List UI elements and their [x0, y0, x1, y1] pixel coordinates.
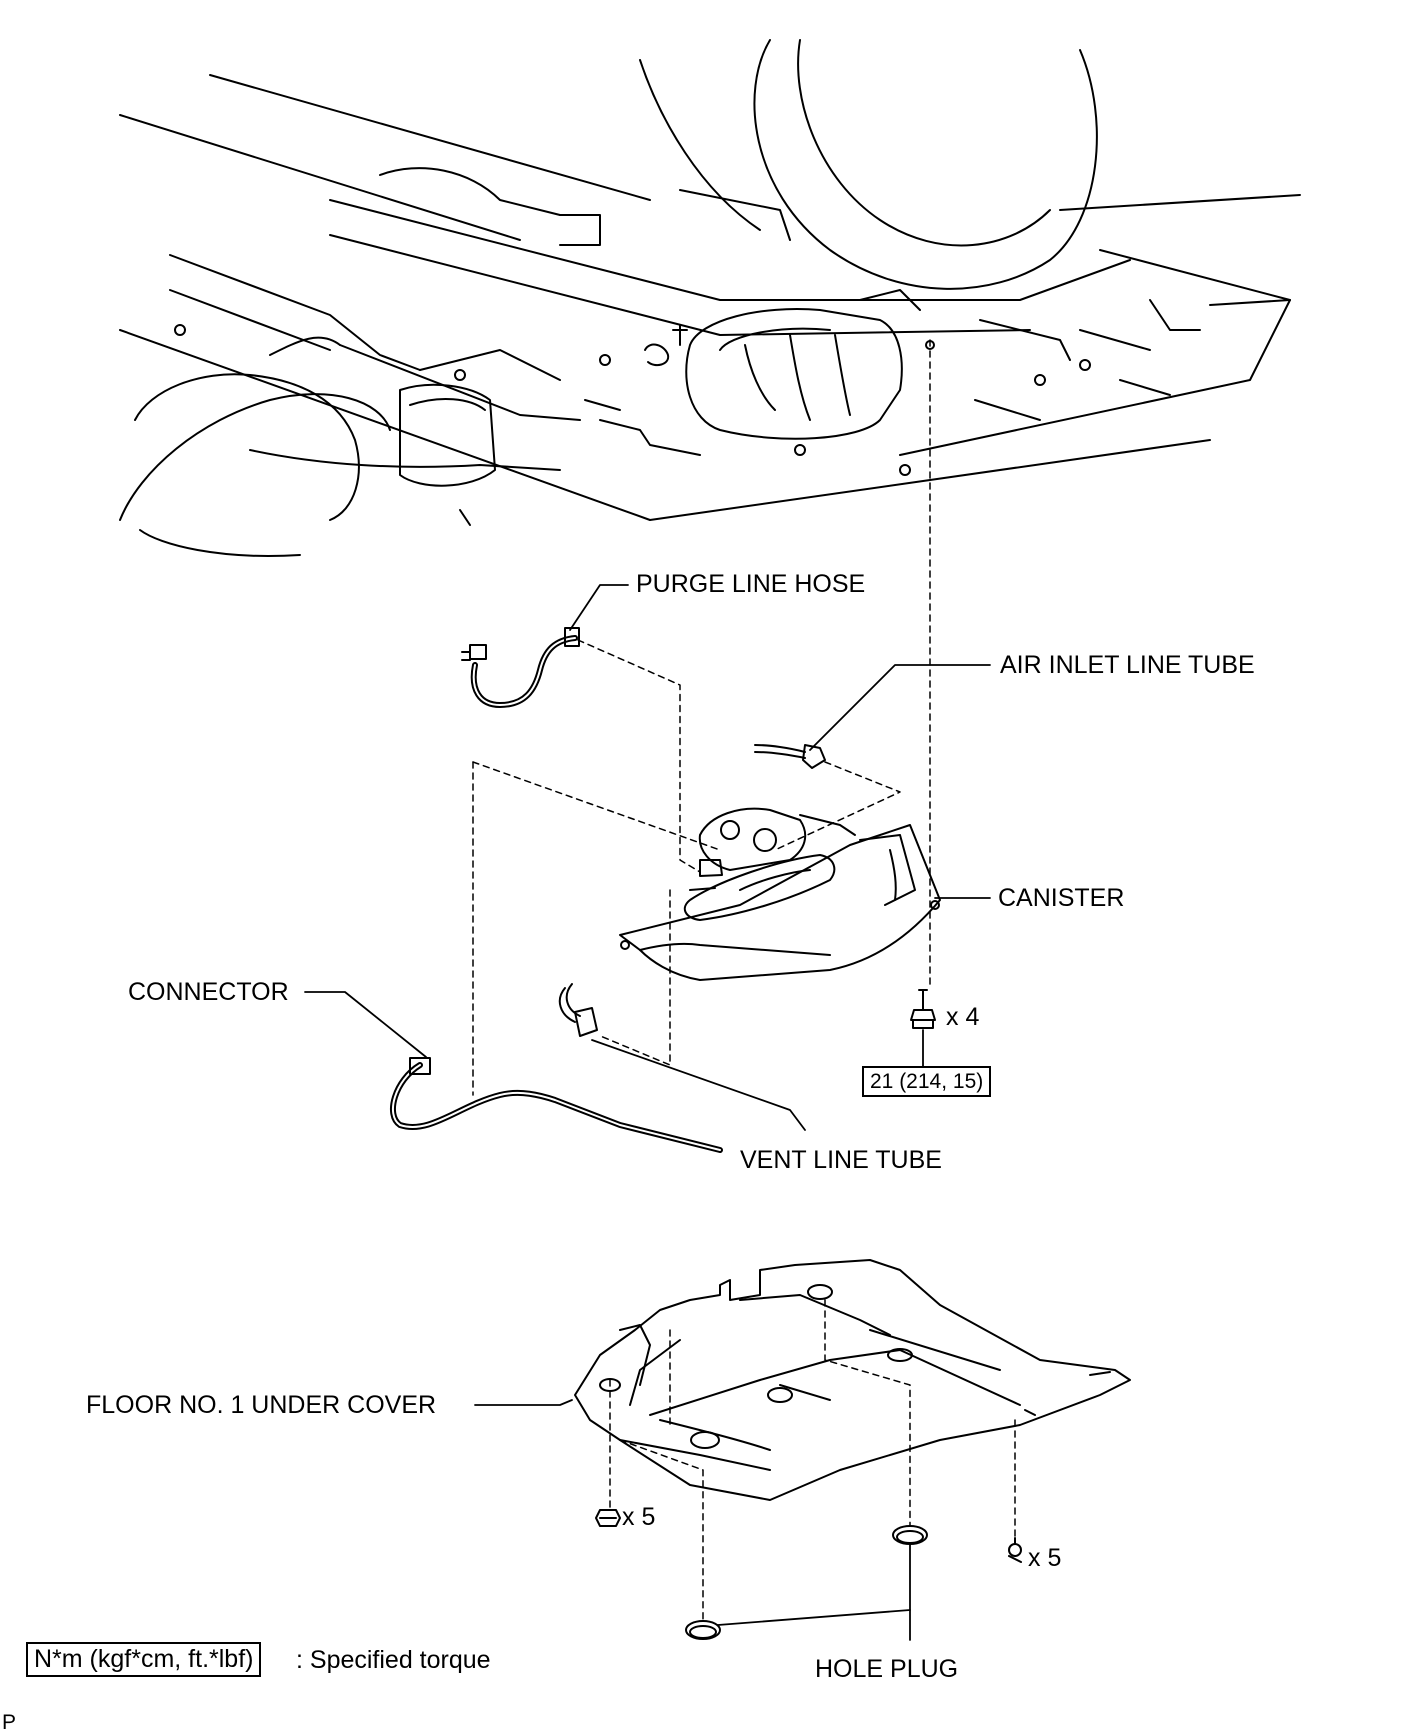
cover-clip — [1008, 1537, 1022, 1563]
label-vent-line-tube: VENT LINE TUBE — [740, 1146, 942, 1174]
cover-nut — [595, 1509, 621, 1527]
canister-bolt-count: x 4 — [946, 1003, 980, 1031]
vent-line-tube — [558, 983, 598, 1037]
cover-nut-count: x 5 — [622, 1503, 656, 1531]
canister-bolt — [910, 989, 936, 1029]
connector-hose — [389, 1057, 723, 1153]
label-canister: CANISTER — [998, 884, 1125, 912]
hole-plugs — [685, 1525, 928, 1640]
label-connector: CONNECTOR — [128, 978, 289, 1006]
corner-mark: P — [2, 1711, 17, 1734]
label-floor-under-cover: FLOOR NO. 1 UNDER COVER — [86, 1391, 437, 1419]
torque-spec-box: 21 (214, 15) — [862, 1066, 992, 1097]
assembly-guide-lines — [472, 339, 1016, 1621]
label-purge-line-hose: PURGE LINE HOSE — [636, 570, 866, 598]
legend-torque-units-box: N*m (kgf*cm, ft.*lbf) — [26, 1642, 262, 1677]
label-air-inlet-line-tube: AIR INLET LINE TUBE — [1000, 651, 1255, 679]
leader-lines — [304, 584, 991, 1641]
air-inlet-line-tube — [754, 744, 826, 769]
purge-line-hose — [461, 627, 580, 708]
label-hole-plug: HOLE PLUG — [815, 1655, 959, 1683]
cover-clip-count: x 5 — [1028, 1544, 1062, 1572]
canister — [619, 807, 941, 981]
floor-under-cover — [574, 1259, 1131, 1501]
vehicle-underbody — [119, 39, 1301, 557]
legend-torque-text: : Specified torque — [296, 1646, 491, 1674]
